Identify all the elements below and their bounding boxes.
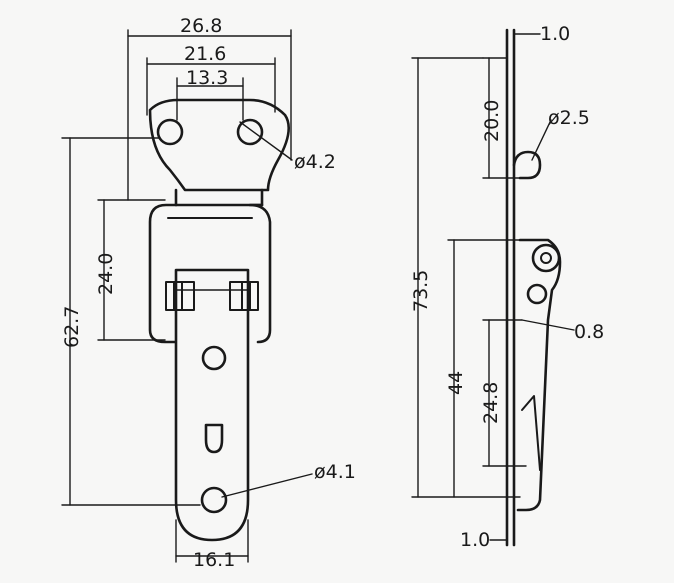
dim-hole-span-outer: 21.6 xyxy=(184,43,226,65)
dim-lever-length: 44 xyxy=(445,371,467,395)
rivet xyxy=(526,283,548,305)
strap-slot xyxy=(204,423,224,454)
top-hole-right xyxy=(236,118,264,146)
dim-slot-length: 24.8 xyxy=(480,382,502,424)
dim-overall-length: 73.5 xyxy=(410,270,432,312)
lever-bend xyxy=(521,395,541,471)
hinge-left xyxy=(165,281,195,311)
dim-hook-height: 20.0 xyxy=(481,100,503,142)
side-view: 1.0 20.0 ø2.5 73.5 0.8 44 24.8 1.0 xyxy=(410,23,604,551)
dim-thickness-top: 1.0 xyxy=(540,23,570,45)
pivot-inner xyxy=(540,252,552,264)
dim-width-overall: 26.8 xyxy=(180,15,222,37)
pivot-outer xyxy=(531,243,561,273)
dim-plate-thickness: 0.8 xyxy=(574,321,604,343)
dim-hole-top: ø4.2 xyxy=(294,151,336,173)
dim-hook-radius: ø2.5 xyxy=(548,107,590,129)
dim-hole-spacing: 13.3 xyxy=(186,67,228,89)
dim-strap-width: 16.1 xyxy=(193,549,235,571)
bottom-hole xyxy=(200,486,228,514)
front-view: 26.8 21.6 13.3 ø4.2 24.0 62.7 ø4.1 16.1 xyxy=(61,15,356,571)
leader-line xyxy=(521,319,575,331)
strap-hole xyxy=(201,345,227,371)
strap-outline xyxy=(174,268,250,542)
top-plate-outline xyxy=(148,98,290,192)
leader-line xyxy=(239,121,293,161)
dim-thickness-bottom: 1.0 xyxy=(460,529,490,551)
top-hole-left xyxy=(156,118,184,146)
dim-total-height: 62.7 xyxy=(61,306,83,348)
loop-right xyxy=(248,188,272,344)
hinge-right xyxy=(229,281,259,311)
leader-line xyxy=(531,119,552,161)
leader-line xyxy=(221,473,313,498)
loop-left xyxy=(148,188,178,344)
dim-hole-bottom: ø4.1 xyxy=(314,461,356,483)
dim-loop-height: 24.0 xyxy=(95,253,117,295)
hook xyxy=(512,150,542,180)
